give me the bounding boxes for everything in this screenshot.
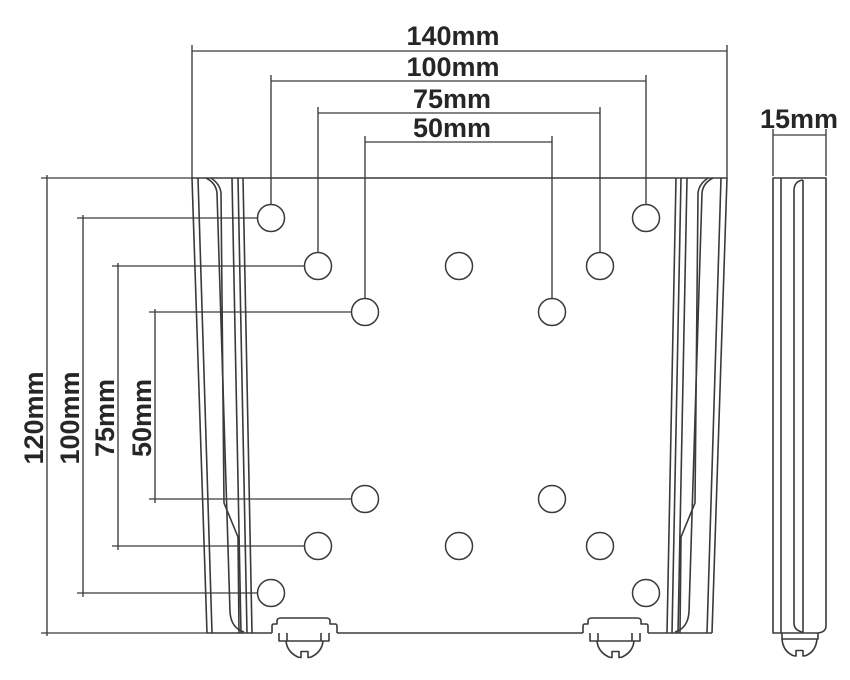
mounting-hole [256, 578, 286, 608]
flange-line [242, 177, 253, 634]
side-view [772, 177, 827, 657]
mounting-hole [585, 531, 615, 561]
clip-knob [781, 638, 818, 657]
left-flange [197, 177, 253, 634]
side-bottom-clip [781, 633, 819, 657]
mounting-hole [350, 484, 380, 514]
mounting-holes [256, 203, 661, 608]
flange-fold-inner-line [679, 177, 709, 634]
mounting-hole [303, 251, 333, 281]
flange-line [671, 177, 682, 634]
side-outline [772, 177, 827, 634]
dimension-label: 100mm [406, 52, 499, 82]
flange-line [706, 177, 722, 634]
mounting-hole [256, 203, 286, 233]
clip-step [781, 633, 819, 640]
mounting-hole [631, 203, 661, 233]
dimension-height-50mm: 50mm [127, 309, 351, 503]
flange-line [197, 177, 213, 634]
clip-tab [271, 617, 338, 633]
mounting-hole [585, 251, 615, 281]
flange-line [666, 177, 677, 634]
mounting-hole [537, 484, 567, 514]
dimension-label: 15mm [760, 104, 838, 134]
flange-line [237, 177, 248, 634]
dimension-height-100mm: 100mm [55, 215, 257, 597]
dimension-label: 75mm [413, 84, 491, 114]
dimension-width-50mm: 50mm [364, 113, 553, 298]
mounting-hole [444, 531, 474, 561]
right-flange [666, 177, 722, 634]
side-fold-line [793, 179, 804, 633]
dimension-label: 120mm [19, 371, 49, 464]
front-view [191, 177, 728, 659]
mounting-hole [537, 297, 567, 327]
mounting-hole [631, 578, 661, 608]
dimension-height-75mm: 75mm [90, 263, 304, 550]
clip-step [589, 633, 641, 642]
bottom-clip-left [271, 617, 338, 659]
dimension-label: 140mm [406, 21, 499, 51]
dimension-label: 75mm [90, 379, 120, 457]
mounting-hole [444, 251, 474, 281]
dimension-width-75mm: 75mm [317, 84, 601, 252]
dimension-label: 50mm [413, 113, 491, 143]
clip-knob [596, 640, 635, 659]
plate-edge [191, 177, 728, 634]
dimension-width-140mm: 140mm [191, 21, 728, 178]
dimension-depth-15mm: 15mm [760, 104, 838, 176]
clip-knob [285, 640, 324, 659]
flange-line [677, 177, 688, 634]
dimension-label: 50mm [127, 379, 157, 457]
mounting-hole [303, 531, 333, 561]
clip-tab [582, 617, 649, 633]
flange-fold-inner-line [210, 177, 240, 634]
dimension-label: 100mm [55, 371, 85, 464]
dimension-width-100mm: 100mm [270, 52, 647, 204]
clip-step [278, 633, 330, 642]
bottom-clip-right [582, 617, 649, 659]
dimension-height-120mm: 120mm [19, 175, 207, 636]
plate-outline [191, 177, 728, 634]
mounting-hole [350, 297, 380, 327]
flange-line [231, 177, 242, 634]
